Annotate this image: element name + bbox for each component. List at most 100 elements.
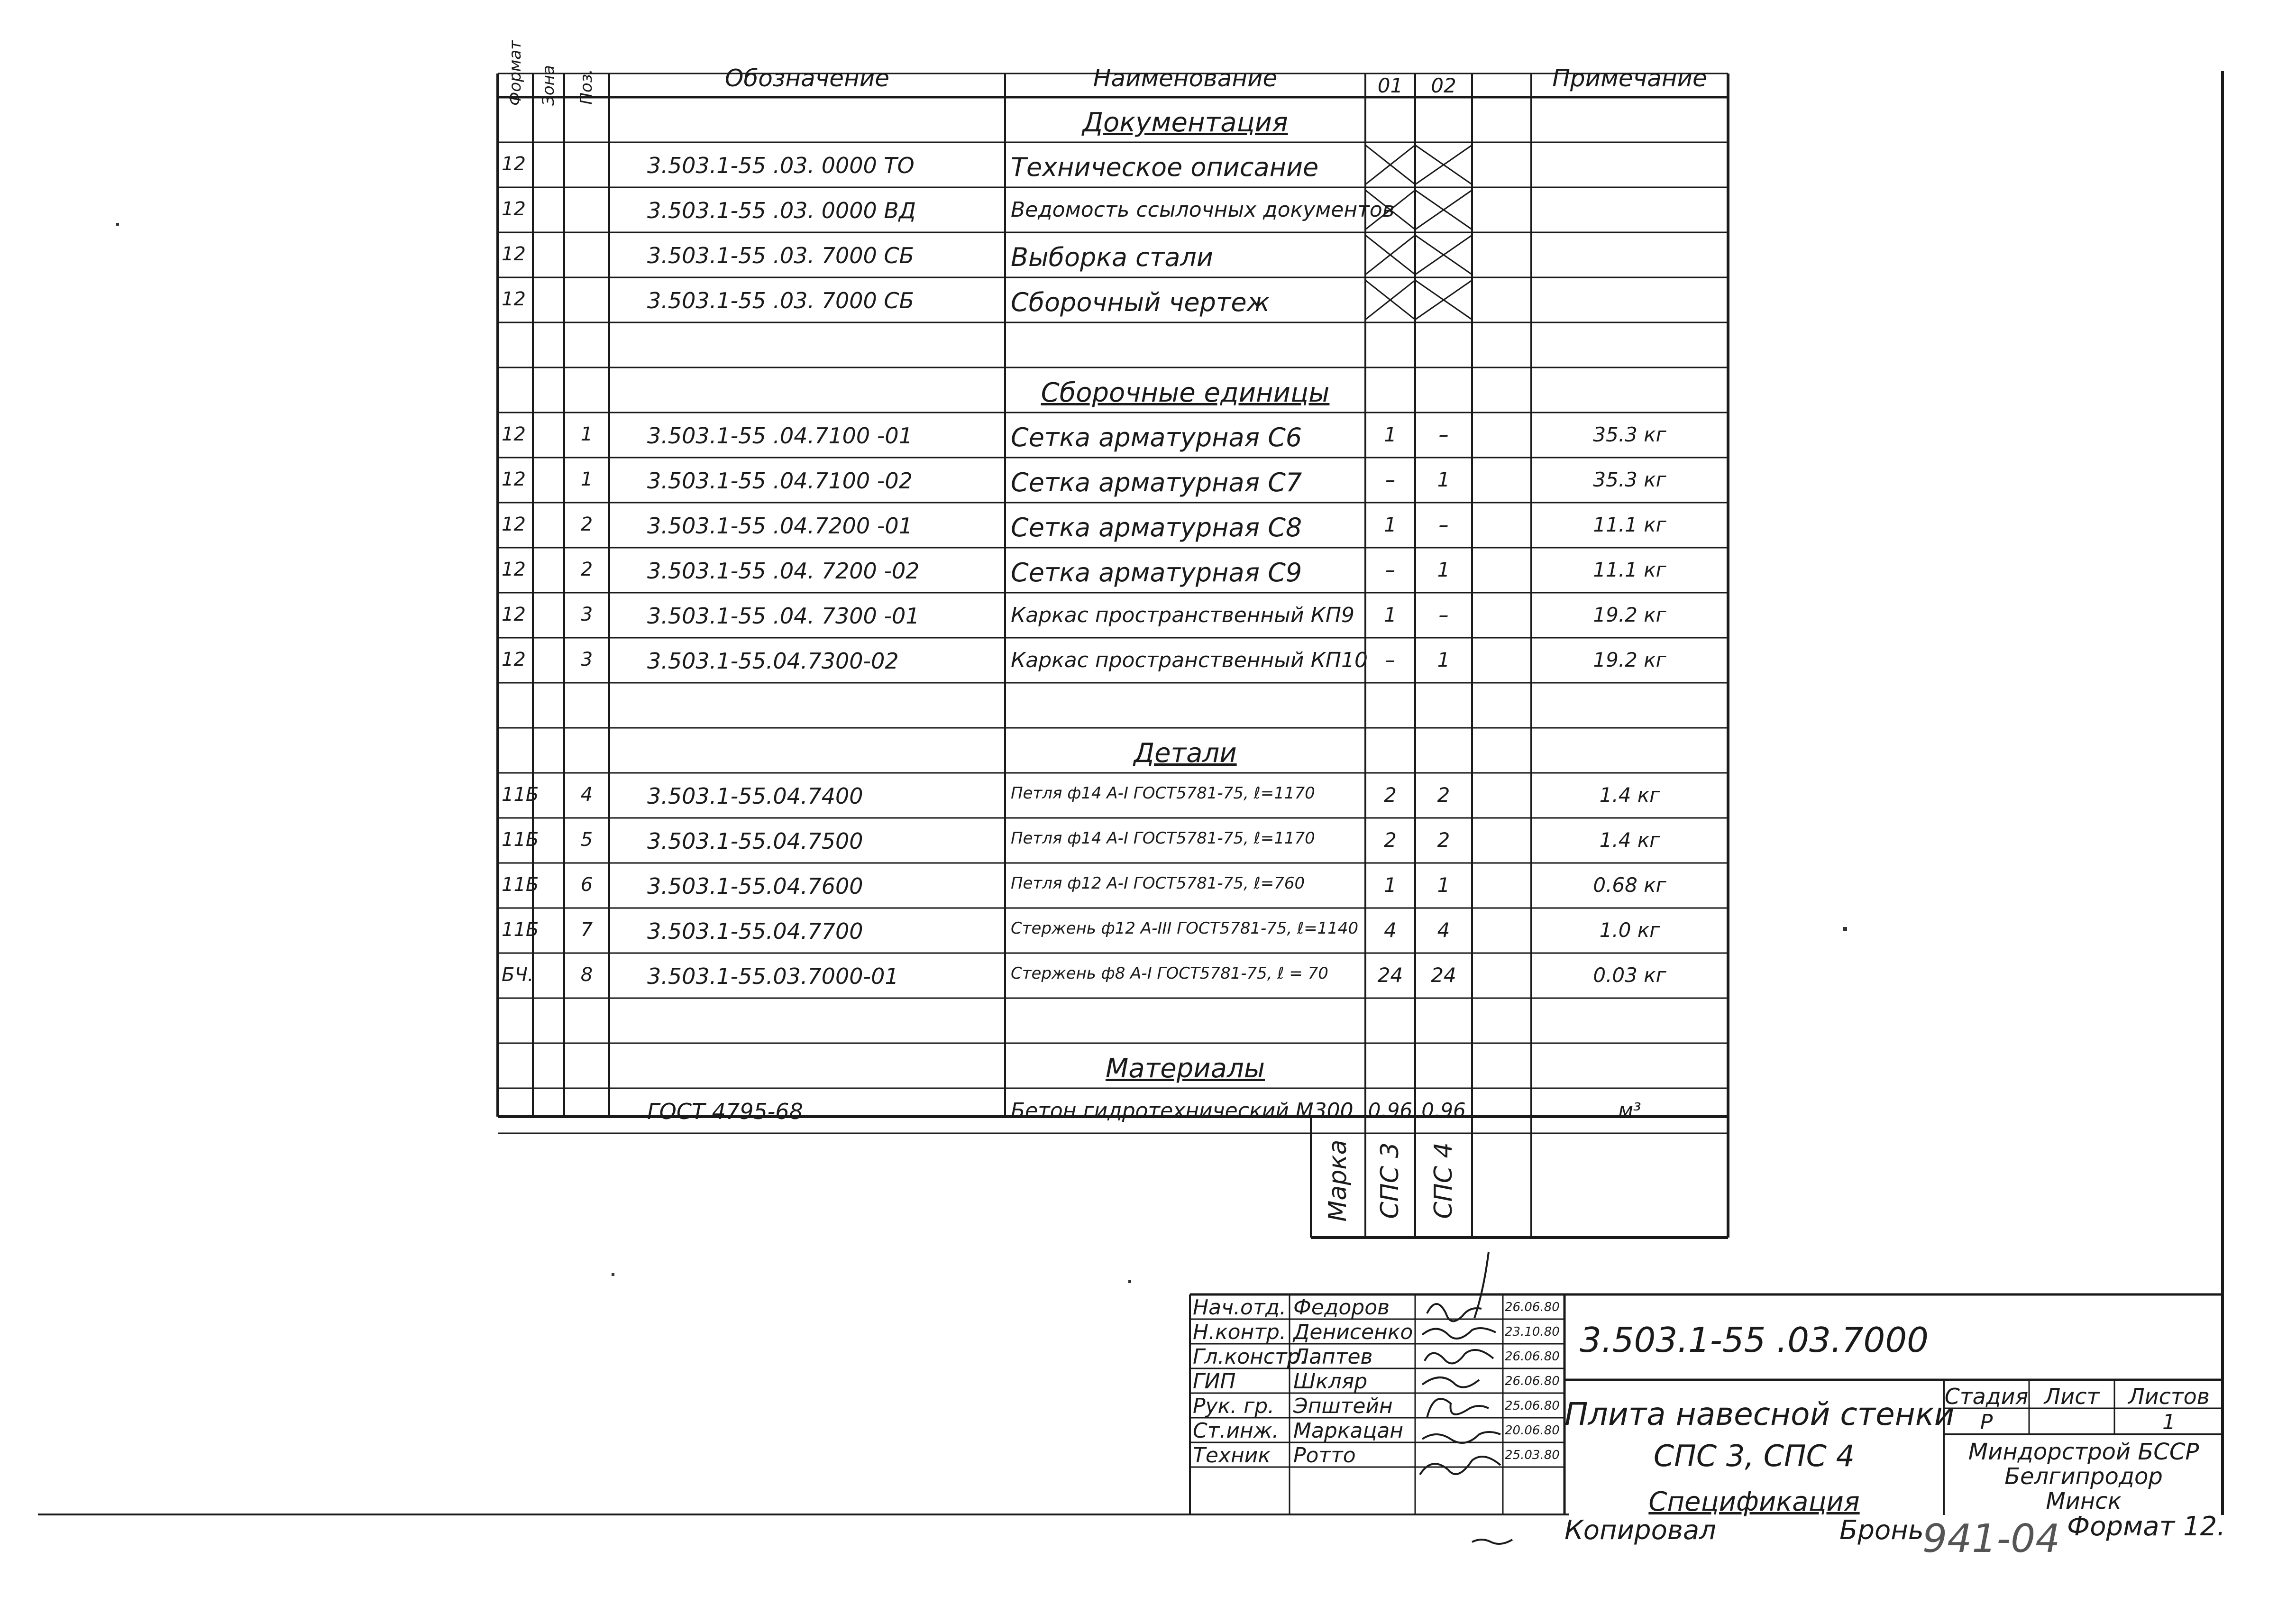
cell-note: 1.4 кг: [1599, 783, 1660, 807]
cell-variant-02: 1: [1437, 468, 1450, 491]
cell-designation: ГОСТ 4795-68: [647, 1099, 803, 1124]
cell-format: 11Б: [502, 919, 539, 941]
signature-name: Маркацан: [1293, 1419, 1404, 1443]
cell-section-title: Сборочные единицы: [1041, 377, 1330, 408]
header-variant-02: 02: [1431, 74, 1456, 97]
sheets-value: 1: [2162, 1410, 2176, 1434]
signature-date: 20.06.80: [1505, 1423, 1560, 1438]
cell-name: Ведомость ссылочных документов: [1011, 198, 1395, 222]
cell-variant-01: 0.96: [1368, 1099, 1413, 1122]
cell-variant-01: 1: [1384, 423, 1397, 446]
cell-variant-02: 1: [1437, 648, 1450, 671]
cell-note: 11.1 кг: [1593, 558, 1666, 581]
cell-designation: 3.503.1-55.04.7600: [647, 873, 863, 899]
cell-variant-01: 4: [1384, 918, 1397, 942]
cell-name: Сетка арматурная С9: [1011, 558, 1302, 587]
signature-date: 26.06.80: [1505, 1374, 1560, 1388]
cell-variant-02: 4: [1437, 918, 1450, 942]
cell-note: 11.1 кг: [1593, 513, 1666, 536]
cell-note: 35.3 кг: [1593, 423, 1666, 446]
organization-line-1: Миндорстрой БССР: [1968, 1439, 2199, 1465]
cell-format: БЧ.: [502, 964, 534, 986]
cell-format: 12: [502, 423, 526, 445]
organization-line-3: Минск: [2046, 1488, 2122, 1514]
cell-name: Петля ф14 А-I ГОСТ5781-75, ℓ=1170: [1011, 829, 1315, 848]
cell-designation: 3.503.1-55 .04.7200 -01: [647, 513, 913, 539]
cell-variant-01: 1: [1384, 873, 1397, 897]
cell-position: 6: [580, 874, 593, 896]
copier-name: Бронь: [1839, 1515, 1924, 1546]
cell-format: 12: [502, 649, 526, 670]
cell-section-title: Детали: [1134, 738, 1237, 769]
speck: [1128, 1280, 1131, 1283]
cell-designation: 3.503.1-55.04.7300-02: [647, 648, 899, 674]
header-variant-01: 01: [1377, 74, 1403, 97]
cell-position: 3: [580, 604, 593, 625]
cell-variant-01: –: [1385, 648, 1395, 671]
cross-mark: [1365, 279, 1416, 321]
signature-role: Гл.констр.: [1193, 1345, 1307, 1369]
signature-name: Шкляр: [1293, 1369, 1368, 1394]
cell-variant-02: –: [1438, 513, 1449, 536]
signature-name: Федоров: [1293, 1295, 1390, 1320]
cell-note: 1.4 кг: [1599, 828, 1660, 852]
cell-format: 12: [502, 153, 526, 175]
cell-position: 1: [580, 468, 593, 490]
cell-section-title: Материалы: [1106, 1053, 1265, 1084]
cell-variant-02: 2: [1437, 828, 1450, 852]
signature-name: Ротто: [1293, 1443, 1356, 1468]
cell-format: 12: [502, 198, 526, 220]
cell-name: Сетка арматурная С6: [1011, 422, 1302, 452]
copied-by-label: Копировал: [1564, 1515, 1716, 1546]
cell-position: 8: [580, 964, 593, 986]
document-code: 3.503.1-55 .03.7000: [1580, 1320, 1929, 1360]
sheet-format: Формат 12.: [2067, 1511, 2226, 1542]
cell-variant-01: –: [1385, 468, 1395, 491]
cross-mark: [1415, 189, 1473, 230]
stamp-number: 941-04: [1922, 1516, 2060, 1561]
cell-format: 11Б: [502, 874, 539, 896]
cell-section-title: Документация: [1082, 107, 1288, 138]
signature-role: ГИП: [1193, 1369, 1236, 1394]
cell-position: 7: [580, 919, 593, 941]
cell-format: 12: [502, 604, 526, 625]
cell-designation: 3.503.1-55 .04. 7300 -01: [647, 603, 920, 629]
cell-position: 4: [580, 784, 593, 806]
cross-mark: [1415, 234, 1473, 275]
title-line-1: Плита навесной стенки: [1564, 1396, 1955, 1432]
cell-format: 11Б: [502, 784, 539, 806]
cell-designation: 3.503.1-55 .03. 0000 ТО: [647, 153, 915, 178]
cell-name: Сетка арматурная С8: [1011, 513, 1302, 542]
title-line-2: СПС 3, СПС 4: [1653, 1439, 1855, 1473]
cell-format: 12: [502, 468, 526, 490]
cell-variant-02: 24: [1431, 963, 1456, 987]
speck: [116, 223, 119, 226]
signature-name: Эпштейн: [1293, 1394, 1393, 1418]
signature-role: Техник: [1193, 1443, 1271, 1468]
cell-name: Стержень ф8 А-I ГОСТ5781-75, ℓ = 70: [1011, 964, 1328, 983]
cell-variant-02: 0.96: [1421, 1099, 1466, 1122]
drawing-frame-right: [2221, 71, 2224, 1515]
cell-designation: 3.503.1-55 .04.7100 -01: [647, 423, 913, 449]
cell-name: Сетка арматурная С7: [1011, 468, 1302, 497]
cell-designation: 3.503.1-55 .03. 0000 ВД: [647, 198, 916, 223]
signature-role: Нач.отд.: [1193, 1295, 1286, 1320]
cell-variant-01: 24: [1377, 963, 1403, 987]
cell-format: 11Б: [502, 829, 539, 851]
cell-note: 0.68 кг: [1593, 873, 1666, 897]
cell-variant-01: 1: [1384, 603, 1397, 626]
signature-name: Лаптев: [1293, 1345, 1373, 1369]
cell-designation: 3.503.1-55.04.7500: [647, 828, 863, 854]
stage-label: Стадия: [1944, 1384, 2029, 1409]
cell-designation: 3.503.1-55 .03. 7000 СБ: [647, 243, 915, 268]
cell-note: 1.0 кг: [1599, 918, 1660, 942]
header-name: Наименование: [1093, 64, 1278, 92]
cell-format: 12: [502, 559, 526, 580]
cell-variant-02: –: [1438, 603, 1449, 626]
cell-variant-02: 1: [1437, 873, 1450, 897]
cell-position: 3: [580, 649, 593, 670]
cell-designation: 3.503.1-55.04.7400: [647, 783, 863, 809]
